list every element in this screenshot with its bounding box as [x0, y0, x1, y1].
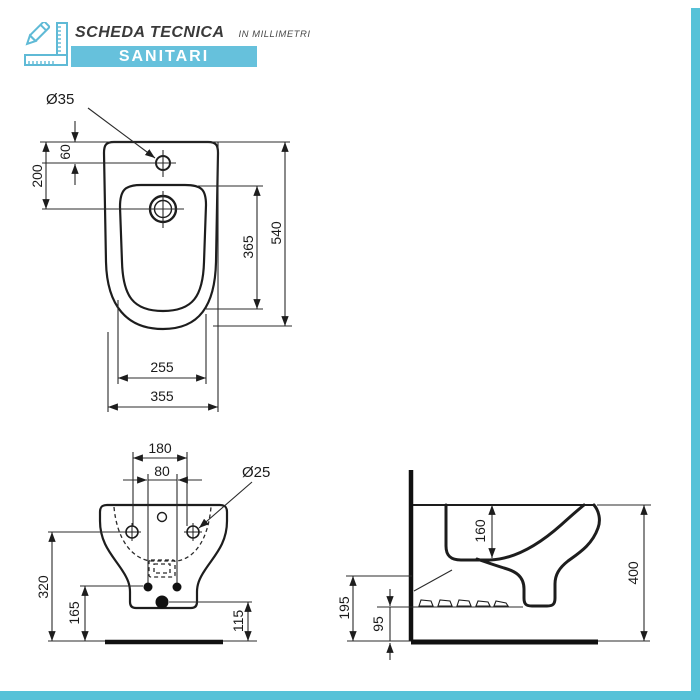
dim-label-80: 80 — [154, 463, 170, 479]
dim-label-tap-diameter: Ø35 — [46, 91, 74, 108]
fixing-holes — [123, 523, 202, 541]
dim-label-200: 200 — [29, 164, 45, 188]
category-label: SANITARI — [118, 48, 210, 65]
dim-label-540: 540 — [268, 221, 284, 245]
dim-label-60: 60 — [57, 144, 73, 160]
dim-label-195: 195 — [336, 596, 352, 620]
dim-label-365: 365 — [240, 235, 256, 259]
dim-label-320: 320 — [35, 575, 51, 599]
outlet-dot — [155, 595, 169, 609]
bidet-top-inner-rim — [118, 183, 208, 313]
page-title: SCHEDA TECNICA — [75, 24, 225, 41]
dim-label-400: 400 — [625, 561, 641, 585]
side-view: 160 400 195 95 — [336, 470, 651, 660]
dim-label-165: 165 — [66, 601, 82, 625]
category-band: SANITARI — [71, 46, 257, 67]
top-view-dimension-lines — [40, 107, 292, 412]
outer-shell-section — [475, 503, 601, 608]
unit-note: IN MILLIMETRI — [238, 29, 311, 40]
page-border-right — [691, 8, 700, 700]
dim-label-180: 180 — [148, 440, 172, 456]
dim-label-355: 355 — [150, 388, 174, 404]
dim-label-160: 160 — [472, 519, 488, 543]
front-view-dimension-lines — [48, 452, 253, 641]
hidden-trap-outer — [148, 559, 176, 578]
dim-label-95: 95 — [370, 616, 386, 632]
dim-label-255: 255 — [150, 359, 174, 375]
bowl-section — [444, 503, 586, 562]
dim-label-fixing-diameter: Ø25 — [242, 464, 270, 481]
pencil-ruler-icon — [24, 22, 68, 66]
hidden-trap-inner — [153, 563, 171, 574]
hidden-bowl-outline — [113, 506, 212, 562]
side-view-dimension-lines — [346, 504, 651, 660]
top-view: Ø35 60 200 365 540 255 355 — [29, 91, 292, 412]
front-view: 180 80 Ø25 320 165 115 — [35, 440, 270, 645]
dim-label-115: 115 — [230, 610, 246, 633]
inlet-dot-left — [143, 582, 153, 592]
inlet-dot-right — [172, 582, 182, 592]
underside-ribs — [418, 599, 510, 607]
page-border-bottom — [0, 691, 700, 700]
overflow-hole — [156, 511, 168, 523]
